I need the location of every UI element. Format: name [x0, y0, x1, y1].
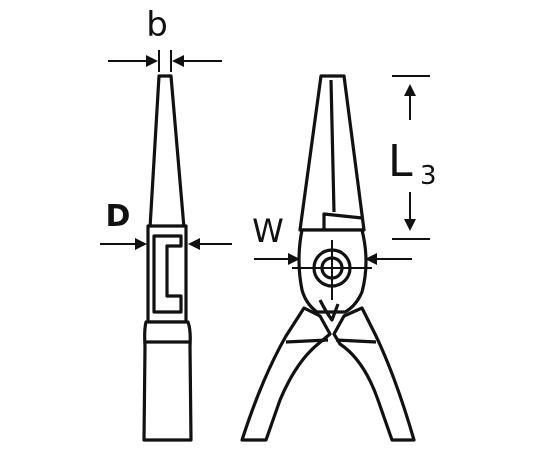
- label-d: D: [106, 199, 131, 234]
- front-lower-split: [318, 299, 340, 322]
- pliers-side-view: [142, 74, 193, 442]
- front-handle-right: [332, 306, 416, 442]
- label-l3: L: [388, 136, 413, 187]
- b-arrow-right-head: [172, 55, 184, 67]
- front-handle-left: [240, 306, 332, 442]
- label-w: W: [252, 212, 284, 250]
- dimension-b: b: [108, 5, 222, 72]
- d-arrow-right-head: [188, 238, 200, 250]
- w-arrow-right-head: [365, 253, 377, 265]
- front-jaw-step: [322, 212, 363, 234]
- d-arrow-left-head: [135, 238, 147, 250]
- label-b: b: [146, 5, 168, 45]
- front-handle-right-seam: [335, 338, 377, 344]
- dimension-l3: L 3: [388, 75, 437, 240]
- front-handle-left-seam: [285, 338, 329, 344]
- side-handle-outline: [142, 320, 193, 442]
- b-arrow-left-head: [146, 55, 158, 67]
- label-l3-subscript: 3: [420, 161, 437, 191]
- side-jaw-outline: [148, 74, 186, 230]
- l3-arrow-top-head: [404, 84, 416, 96]
- w-arrow-left-head: [288, 253, 300, 265]
- dimension-w: W: [252, 212, 412, 265]
- pliers-front-view: [240, 74, 416, 442]
- l3-arrow-bottom-head: [404, 219, 416, 231]
- side-joint-channel: [152, 234, 183, 314]
- front-jaw-split-upper: [329, 79, 336, 213]
- dimension-d: D: [100, 199, 232, 250]
